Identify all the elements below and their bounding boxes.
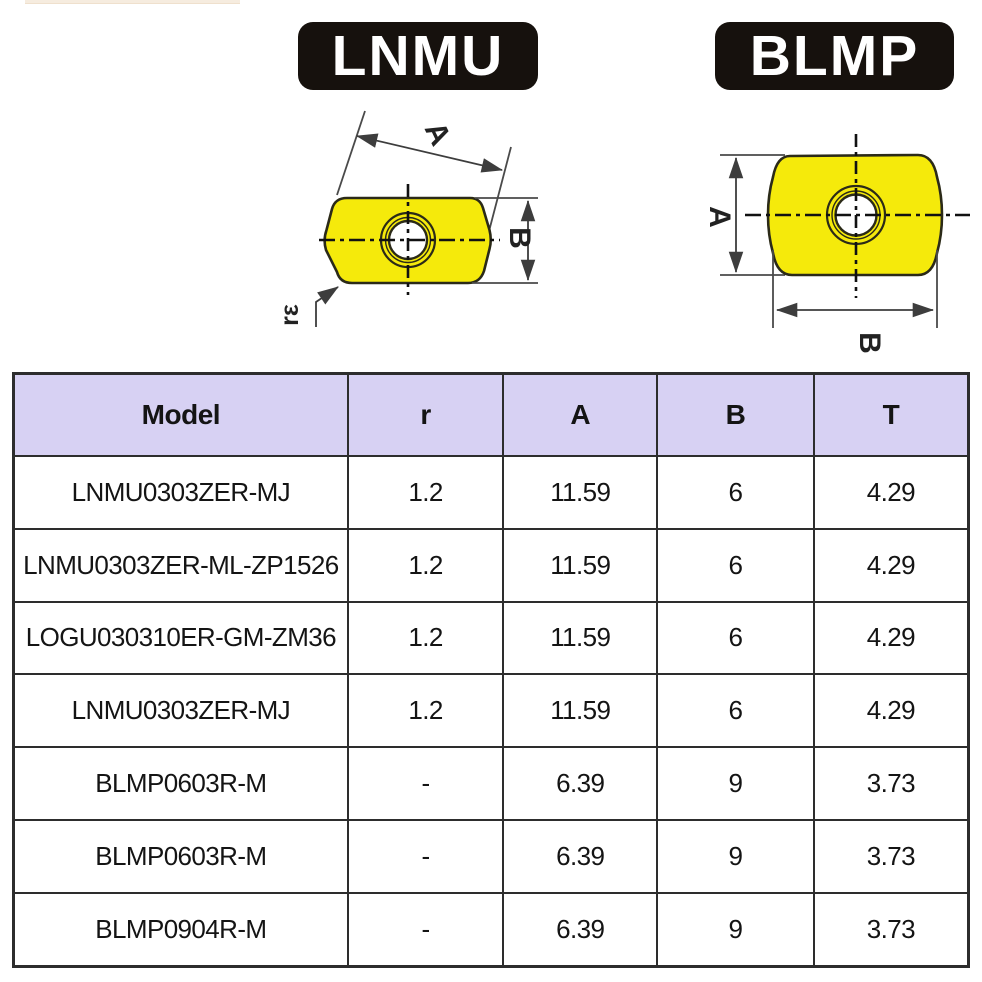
lnmu-badge: LNMU <box>298 22 538 90</box>
cell-a: 11.59 <box>502 600 659 676</box>
cell-model: LOGU030310ER-GM-ZM36 <box>12 600 349 676</box>
dim-label-a: A <box>703 206 736 228</box>
table-header-row: Model r A B T <box>12 372 970 457</box>
spec-table: Model r A B T LNMU0303ZER-MJ 1.2 11.59 6… <box>12 372 970 968</box>
cell-t: 4.29 <box>812 600 970 676</box>
cell-r: 1.2 <box>346 600 505 676</box>
blmp-insert-diagram: A B <box>703 134 970 354</box>
table-row: LNMU0303ZER-ML-ZP1526 1.2 11.59 6 4.29 <box>12 527 970 603</box>
dim-label-b: B <box>853 332 886 354</box>
cell-a: 11.59 <box>502 527 659 603</box>
column-header-a: A <box>502 372 659 457</box>
blmp-badge: BLMP <box>715 22 954 90</box>
radius-leader-arrow <box>315 286 339 327</box>
column-header-model: Model <box>12 372 349 457</box>
table-row: BLMP0603R-M - 6.39 9 3.73 <box>12 818 970 894</box>
lnmu-insert-diagram: A B rε <box>276 110 538 327</box>
cell-r: 1.2 <box>346 527 505 603</box>
cell-b: 6 <box>656 600 815 676</box>
cell-r: - <box>346 891 505 968</box>
column-header-b: B <box>656 372 815 457</box>
cell-t: 4.29 <box>812 673 970 749</box>
cell-r: - <box>346 746 505 821</box>
cell-t: 4.29 <box>812 527 970 603</box>
blmp-badge-label: BLMP <box>749 24 920 88</box>
table-row: BLMP0904R-M - 6.39 9 3.73 <box>12 891 970 968</box>
cell-r: - <box>346 818 505 894</box>
cell-a: 11.59 <box>502 673 659 749</box>
cell-t: 4.29 <box>812 455 970 530</box>
dim-label-a: A <box>418 117 457 151</box>
table-row: LNMU0303ZER-MJ 1.2 11.59 6 4.29 <box>12 673 970 749</box>
radius-label: rε <box>276 304 304 326</box>
extension-line <box>487 146 512 236</box>
cell-t: 3.73 <box>812 746 970 821</box>
lnmu-badge-label: LNMU <box>331 24 505 88</box>
cell-model: LNMU0303ZER-MJ <box>12 455 349 530</box>
column-header-r: r <box>346 372 505 457</box>
cell-b: 6 <box>656 527 815 603</box>
top-edge-artifact <box>25 0 240 4</box>
cell-model: LNMU0303ZER-MJ <box>12 673 349 749</box>
dim-label-b: B <box>503 227 536 249</box>
cell-a: 6.39 <box>502 818 659 894</box>
cell-model: LNMU0303ZER-ML-ZP1526 <box>12 527 349 603</box>
cell-model: BLMP0904R-M <box>12 891 349 968</box>
cell-t: 3.73 <box>812 818 970 894</box>
cell-model: BLMP0603R-M <box>12 818 349 894</box>
cell-b: 6 <box>656 673 815 749</box>
cell-a: 6.39 <box>502 891 659 968</box>
column-header-t: T <box>812 372 970 457</box>
cell-b: 9 <box>656 891 815 968</box>
extension-line <box>336 110 366 196</box>
cell-a: 6.39 <box>502 746 659 821</box>
table-row: LNMU0303ZER-MJ 1.2 11.59 6 4.29 <box>12 455 970 530</box>
table-row: LOGU030310ER-GM-ZM36 1.2 11.59 6 4.29 <box>12 600 970 676</box>
dimension-arrow-a <box>355 133 504 173</box>
cell-b: 9 <box>656 746 815 821</box>
cell-b: 9 <box>656 818 815 894</box>
cell-a: 11.59 <box>502 455 659 530</box>
cell-r: 1.2 <box>346 455 505 530</box>
cell-b: 6 <box>656 455 815 530</box>
cell-r: 1.2 <box>346 673 505 749</box>
table-row: BLMP0603R-M - 6.39 9 3.73 <box>12 746 970 821</box>
cell-model: BLMP0603R-M <box>12 746 349 821</box>
cell-t: 3.73 <box>812 891 970 968</box>
